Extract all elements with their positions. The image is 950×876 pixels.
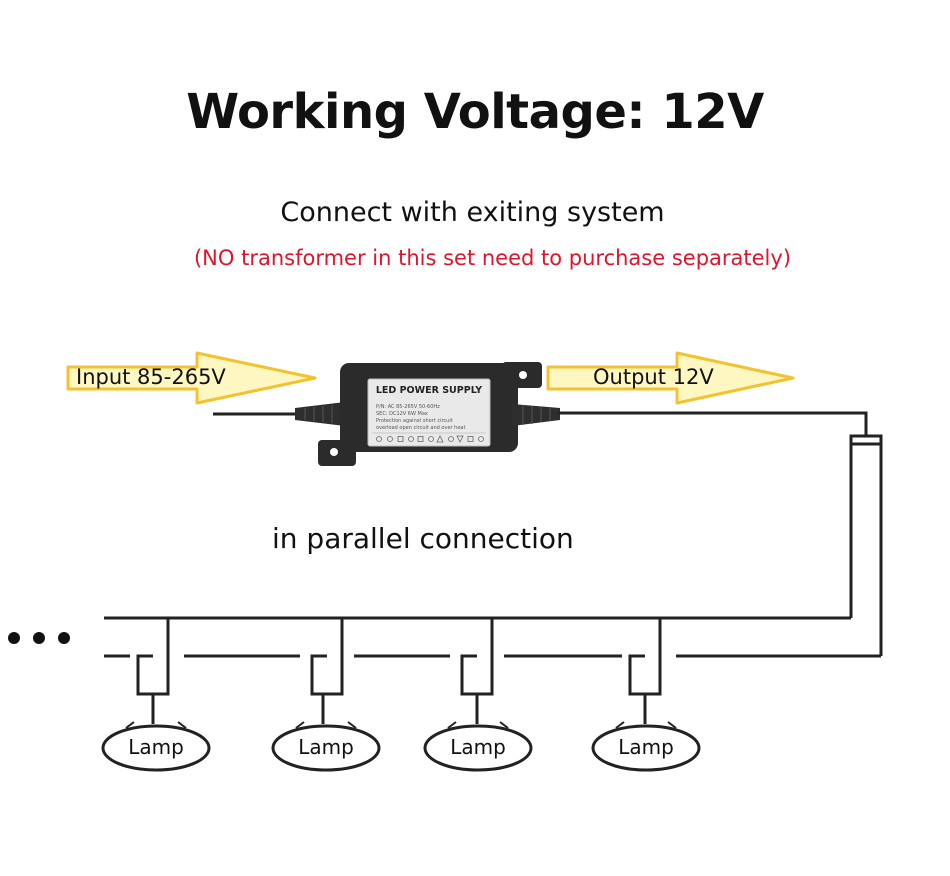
output-connector	[849, 434, 883, 446]
output-strain-ribs	[522, 405, 551, 425]
input-strain-relief	[295, 402, 345, 426]
subtitle: Connect with exiting system	[280, 197, 665, 228]
lamp-label-2: Lamp	[298, 735, 354, 759]
psu-spec-line-4: overload open circuit and over heat	[376, 425, 466, 431]
input-voltage-label: Input 85-265V	[76, 365, 226, 389]
purchase-note: (NO transformer in this set need to purc…	[193, 246, 792, 270]
page-title: Working Voltage: 12V	[186, 84, 764, 140]
lamp-drop-4	[591, 616, 701, 772]
output-voltage-label: Output 12V	[593, 365, 714, 389]
continuation-dots	[8, 632, 70, 644]
lamp-label-4: Lamp	[618, 735, 674, 759]
lamp-drop-3	[423, 616, 533, 772]
output-arrow	[546, 351, 795, 405]
psu-brand-label: LED POWER SUPPLY	[375, 385, 483, 396]
input-strain-ribs	[304, 405, 333, 423]
certification-marks	[376, 435, 484, 443]
bus-riser	[849, 444, 883, 656]
connection-mode-label: in parallel connection	[272, 522, 574, 555]
psu-spec-line-3: Protection against short circuit	[376, 418, 453, 424]
output-strain-relief	[512, 404, 560, 426]
lamp-drop-1	[101, 616, 211, 772]
psu-spec-line-1: P/N: AC 85-265V 50-60Hz	[376, 404, 440, 410]
led-power-supply	[318, 362, 542, 466]
lamp-drop-2	[271, 616, 381, 772]
input-arrow	[66, 351, 317, 405]
psu-spec-line-2: SEC: DC12V 6W Max	[376, 411, 428, 417]
lamp-label-3: Lamp	[450, 735, 506, 759]
output-cable	[558, 411, 868, 438]
lamp-label-1: Lamp	[128, 735, 184, 759]
